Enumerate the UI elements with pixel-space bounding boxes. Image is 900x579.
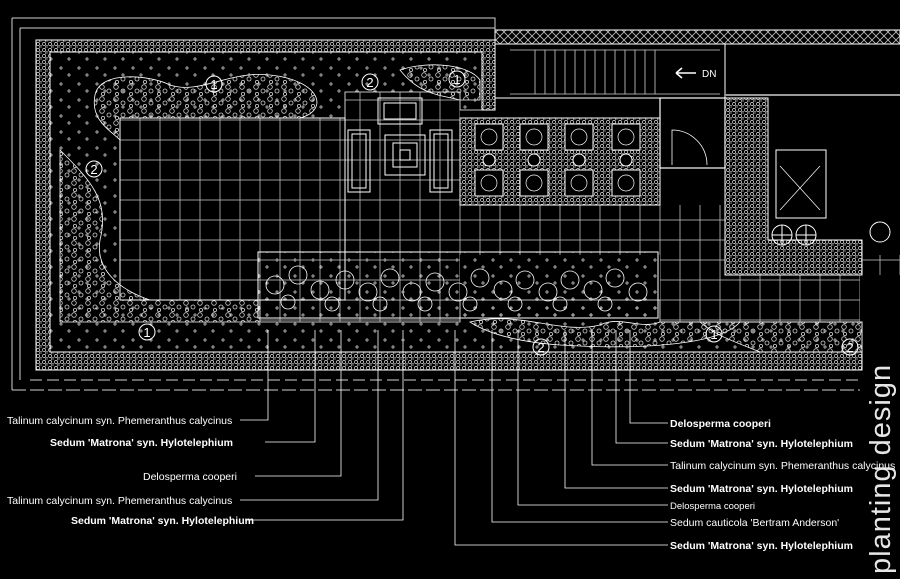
zone-label: 1 xyxy=(710,327,717,342)
stair-direction-arrow xyxy=(675,67,696,79)
zone-label: 2 xyxy=(537,340,544,355)
plant-label: Sedum 'Matrona' syn. Hylotelephium xyxy=(670,483,853,495)
zone-label: 1 xyxy=(210,77,217,92)
plant-label: Delosperma cooperi xyxy=(670,418,771,430)
plant-label: Sedum 'Matrona' syn. Hylotelephium xyxy=(71,515,254,527)
plant-label: Sedum 'Matrona' syn. Hylotelephium xyxy=(670,540,853,552)
stair-label: DN xyxy=(702,69,716,80)
long-planter xyxy=(257,251,659,319)
plant-label: Delosperma cooperi xyxy=(143,471,237,483)
plant-label: Delosperma cooperi xyxy=(670,501,755,512)
plant-label: Talinum calycinum syn. Phemeranthus caly… xyxy=(7,495,232,507)
zone-label: 1 xyxy=(143,325,150,340)
zone-markers xyxy=(85,70,859,356)
plant-label: Sedum 'Matrona' syn. Hylotelephium xyxy=(670,438,853,450)
leader-lines xyxy=(240,330,668,546)
zone-label: 2 xyxy=(366,75,373,90)
zone-label: 2 xyxy=(846,340,853,355)
outer-frame xyxy=(11,17,860,391)
plant-label: Talinum calycinum syn. Phemeranthus caly… xyxy=(7,415,232,427)
zone-label: 1 xyxy=(453,72,460,87)
dining-area xyxy=(459,117,661,206)
plant-label: Talinum calycinum syn. Phemeranthus caly… xyxy=(670,460,895,472)
plant-label: Sedum cauticola 'Bertram Anderson' xyxy=(670,517,839,529)
drawing-title: planting design xyxy=(865,364,897,574)
zone-label: 2 xyxy=(90,162,97,177)
plant-label: Sedum 'Matrona' syn. Hylotelephium xyxy=(50,437,233,449)
right-planter xyxy=(724,97,900,276)
lounge-furniture xyxy=(347,97,453,193)
